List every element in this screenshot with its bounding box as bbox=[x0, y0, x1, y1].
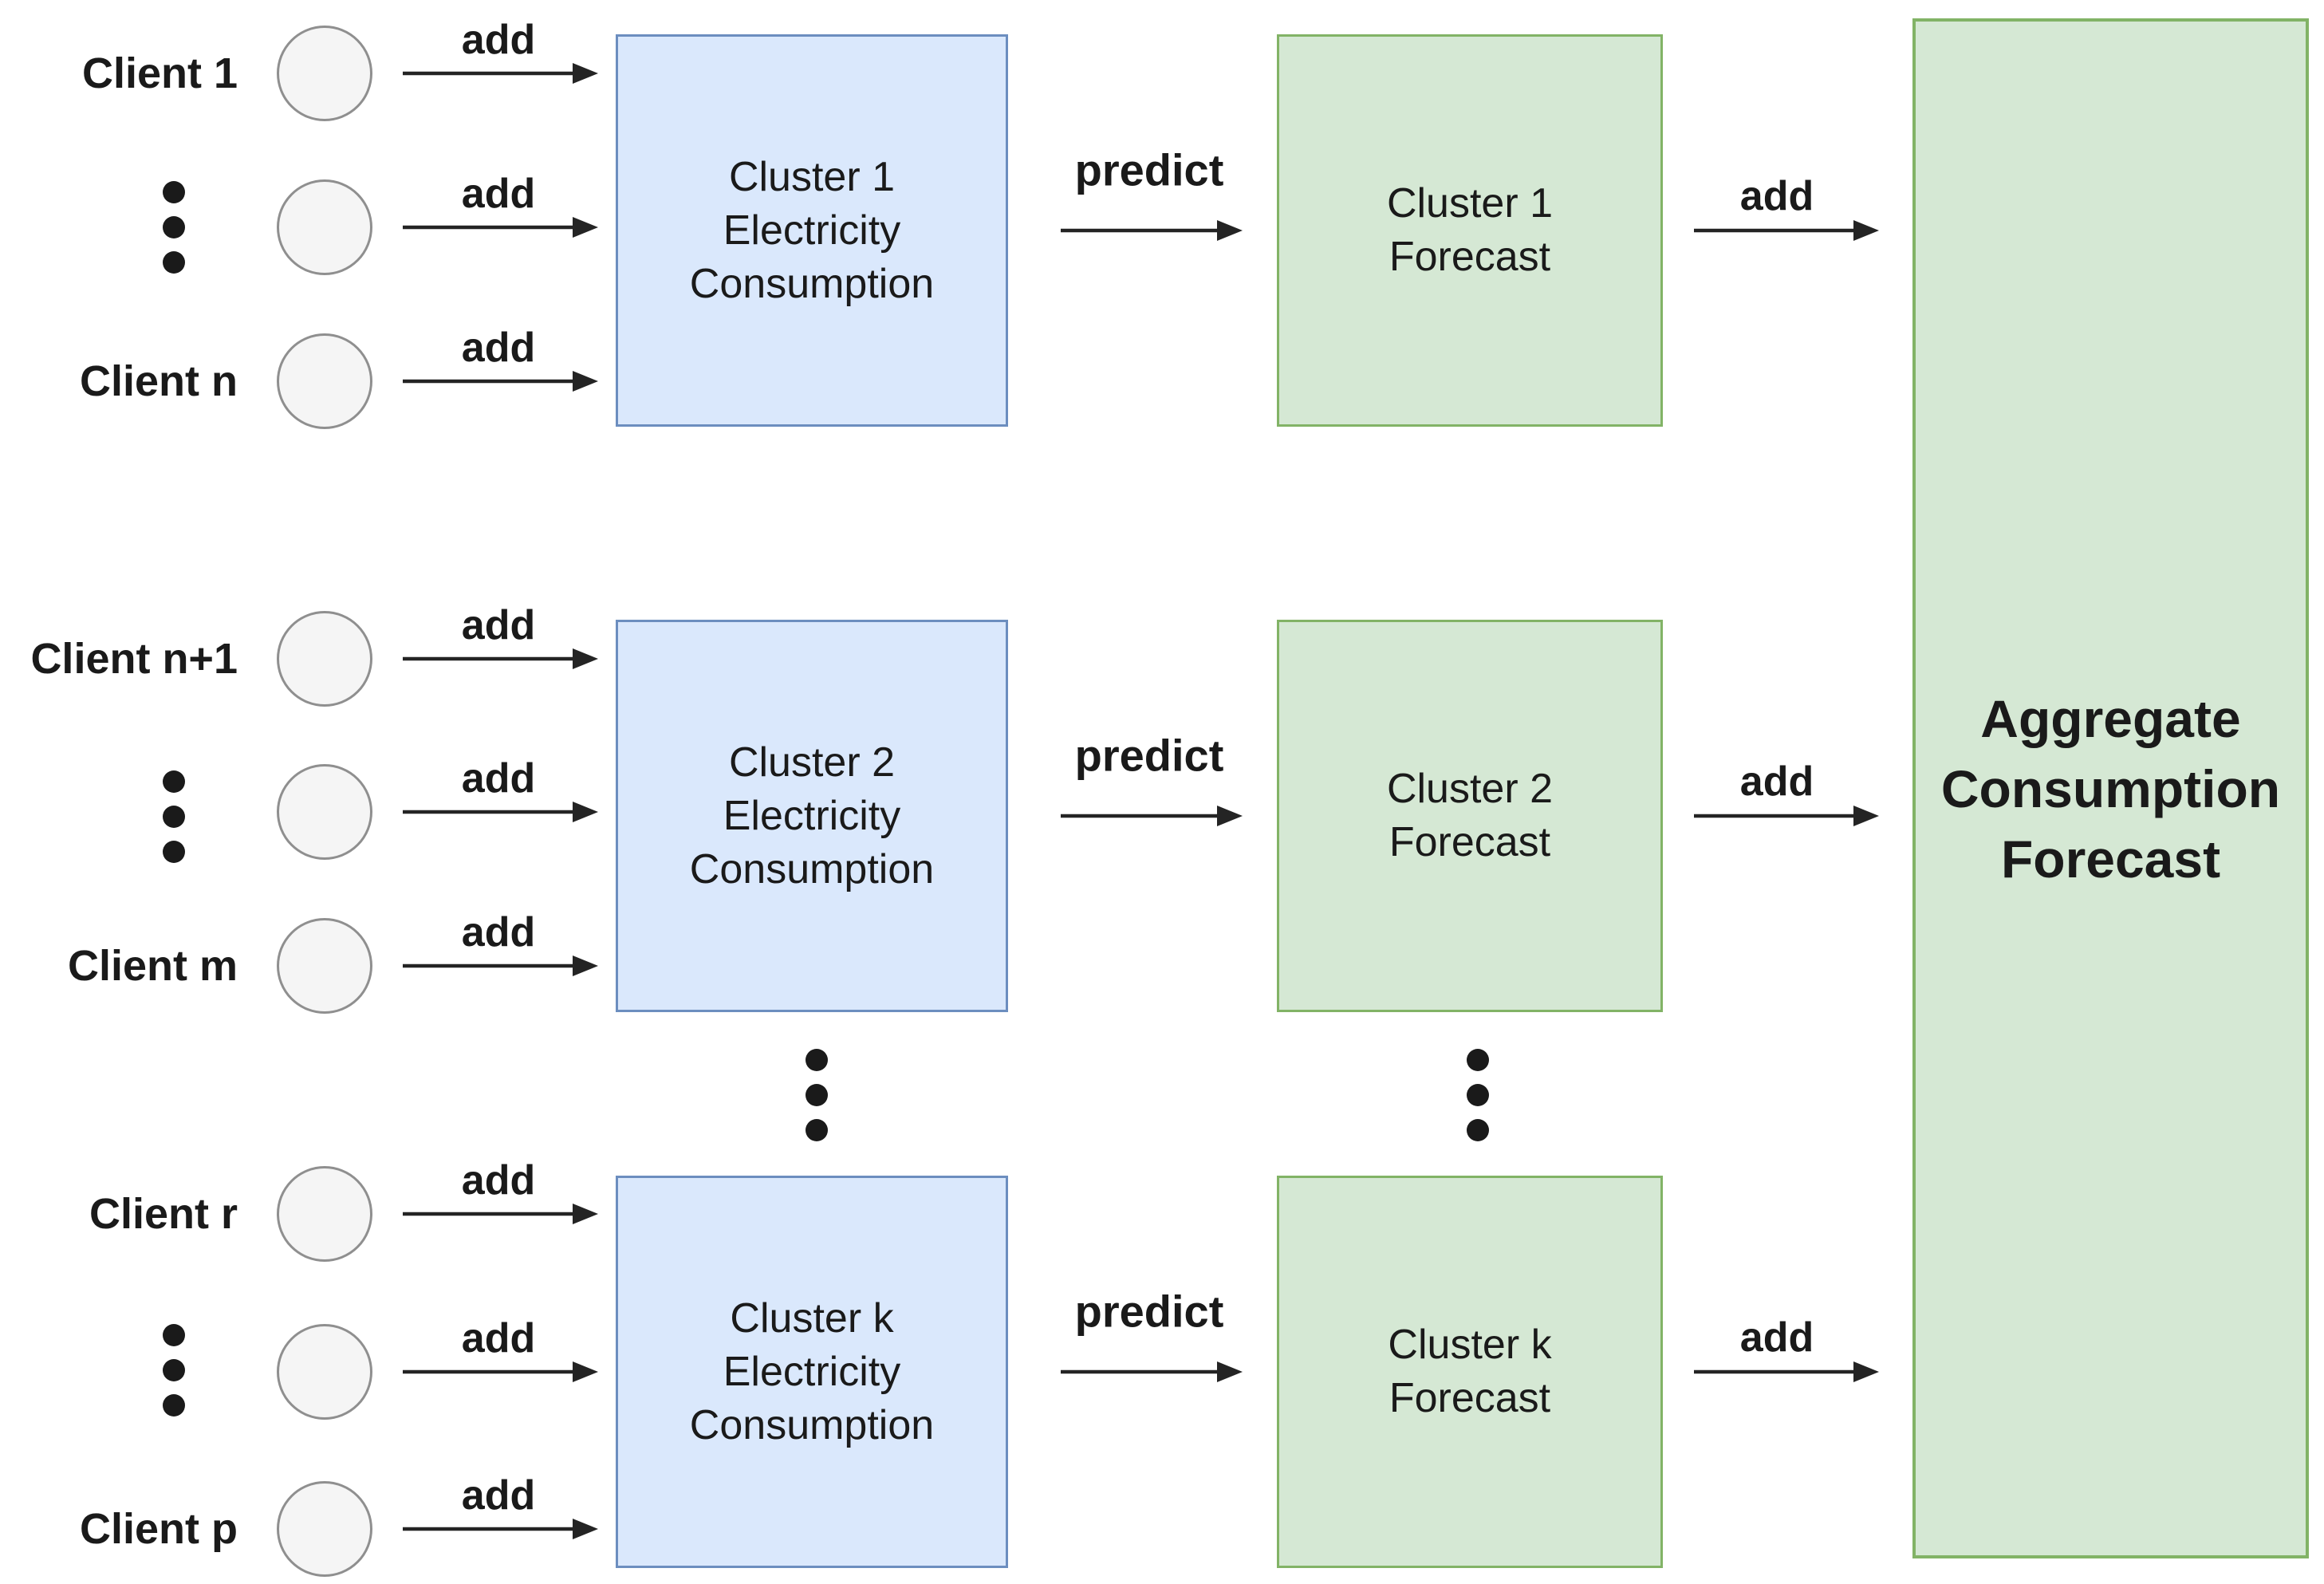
add-arrow-label: add bbox=[461, 1157, 536, 1204]
ellipsis-dot bbox=[163, 181, 185, 203]
ellipsis-dot bbox=[163, 216, 185, 238]
client-label: Client 1 bbox=[81, 49, 238, 97]
box-text-line: Consumption bbox=[1940, 759, 2281, 818]
box-text-line: Cluster 1 bbox=[728, 153, 896, 200]
cluster-forecast-box: Cluster k Forecast bbox=[1277, 1176, 1663, 1568]
add-arrow-label: add bbox=[461, 1315, 536, 1361]
box-text-line: Cluster 2 bbox=[728, 739, 896, 786]
box-text-line: Cluster 1 bbox=[1386, 180, 1554, 227]
client-node bbox=[277, 26, 372, 121]
box-text-line: Cluster 2 bbox=[1386, 766, 1554, 812]
client-label: Client p bbox=[80, 1505, 238, 1553]
predict-arrow-label: predict bbox=[1074, 1286, 1224, 1337]
client-node bbox=[277, 611, 372, 707]
ellipsis-dot bbox=[1467, 1049, 1489, 1071]
box-text-line: Forecast bbox=[2000, 829, 2221, 889]
client-node bbox=[277, 1481, 372, 1577]
add-arrow-label: add bbox=[461, 325, 536, 371]
ellipsis-dot bbox=[163, 841, 185, 863]
add-arrow-label: add bbox=[461, 602, 536, 648]
box-text-line: Cluster k bbox=[1388, 1322, 1552, 1368]
aggregate-forecast-box: Aggregate Consumption Forecast bbox=[1912, 18, 2309, 1558]
client-label: Client n+1 bbox=[30, 635, 238, 683]
cluster-consumption-box: Cluster k Electricity Consumption bbox=[616, 1176, 1008, 1568]
add-arrow-label: add bbox=[461, 17, 536, 63]
box-text-line: Aggregate bbox=[1980, 688, 2241, 748]
ellipsis-dot bbox=[163, 1359, 185, 1381]
client-node bbox=[277, 764, 372, 860]
ellipsis-dot bbox=[1467, 1084, 1489, 1106]
cluster-consumption-box: Cluster 2 Electricity Consumption bbox=[616, 620, 1008, 1012]
client-node bbox=[277, 1324, 372, 1420]
client-node bbox=[277, 333, 372, 429]
ellipsis-dot bbox=[163, 251, 185, 274]
add-arrow-label: add bbox=[461, 1472, 536, 1519]
ellipsis-dot bbox=[163, 806, 185, 828]
client-node bbox=[277, 1166, 372, 1262]
add-arrow-label: add bbox=[1739, 1314, 1814, 1361]
cluster-consumption-box: Cluster 1 Electricity Consumption bbox=[616, 34, 1008, 427]
box-text-line: Electricity bbox=[723, 1348, 901, 1395]
client-node bbox=[277, 918, 372, 1014]
predict-arrow-label: predict bbox=[1074, 144, 1224, 195]
box-text-line: Consumption bbox=[689, 260, 935, 307]
ellipsis-dot bbox=[163, 770, 185, 793]
box-text-line: Forecast bbox=[1388, 234, 1551, 280]
ellipsis-dot bbox=[163, 1324, 185, 1346]
add-arrow-label: add bbox=[461, 909, 536, 956]
ellipsis-dot bbox=[806, 1119, 828, 1141]
add-arrow-label: add bbox=[1739, 759, 1814, 805]
ellipsis-dot bbox=[806, 1049, 828, 1071]
box-text-line: Forecast bbox=[1388, 1375, 1551, 1421]
client-node bbox=[277, 179, 372, 275]
box-text-line: Consumption bbox=[689, 845, 935, 892]
client-label: Client r bbox=[89, 1190, 238, 1238]
box-text-line: Electricity bbox=[723, 792, 901, 839]
box-text-line: Consumption bbox=[689, 1401, 935, 1448]
box-text-line: Cluster k bbox=[730, 1294, 894, 1342]
box-text-line: Electricity bbox=[723, 207, 901, 254]
add-arrow-label: add bbox=[461, 755, 536, 802]
predict-arrow-label: predict bbox=[1074, 730, 1224, 781]
box-text-line: Forecast bbox=[1388, 819, 1551, 865]
ellipsis-dot bbox=[1467, 1119, 1489, 1141]
cluster-forecast-box: Cluster 1 Forecast bbox=[1277, 34, 1663, 427]
ellipsis-dot bbox=[163, 1394, 185, 1417]
add-arrow-label: add bbox=[1739, 173, 1814, 219]
cluster-forecast-box: Cluster 2 Forecast bbox=[1277, 620, 1663, 1012]
ellipsis-dot bbox=[806, 1084, 828, 1106]
add-arrow-label: add bbox=[461, 171, 536, 217]
client-label: Client m bbox=[67, 942, 238, 990]
client-label: Client n bbox=[80, 357, 238, 405]
